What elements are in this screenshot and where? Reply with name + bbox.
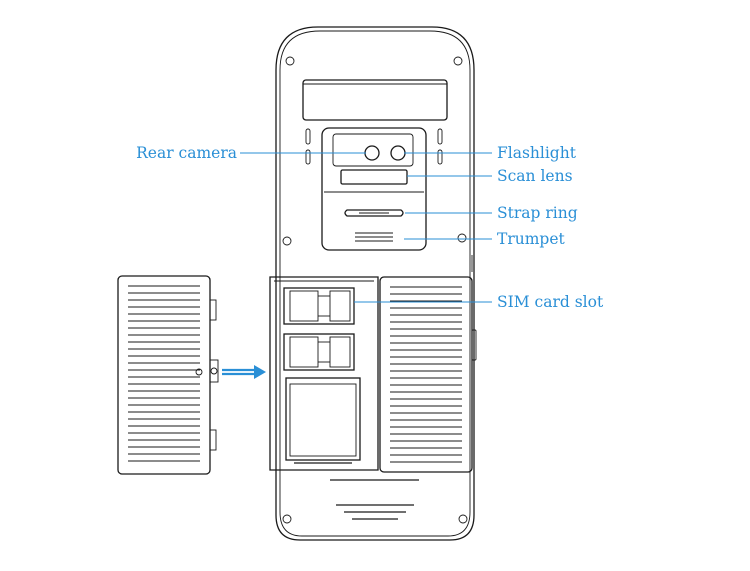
device-body xyxy=(269,26,477,541)
label-scan-lens: Scan lens xyxy=(497,167,573,185)
sim-slot-1 xyxy=(283,287,355,325)
flashlight-lens xyxy=(390,145,406,161)
card-slot xyxy=(285,377,361,461)
screw-hole xyxy=(453,56,463,66)
right-cover-grille xyxy=(390,286,462,463)
bottom-speaker-slots xyxy=(330,479,419,520)
detached-battery-cover xyxy=(117,275,219,475)
battery-bay xyxy=(269,276,379,471)
camera-module xyxy=(321,127,427,251)
detached-cover-grille xyxy=(128,285,200,462)
sim-slot-2 xyxy=(283,333,355,371)
screw-hole xyxy=(285,56,295,66)
insert-arrow xyxy=(222,365,266,379)
rear-camera-lens xyxy=(364,145,380,161)
trumpet-grille xyxy=(355,232,393,242)
label-flashlight: Flashlight xyxy=(497,144,577,162)
screw-hole xyxy=(282,236,292,246)
label-sim-card-slot: SIM card slot xyxy=(497,293,604,311)
label-rear-camera: Rear camera xyxy=(136,144,237,162)
top-window xyxy=(302,79,448,121)
label-trumpet: Trumpet xyxy=(497,230,566,248)
label-strap-ring: Strap ring xyxy=(497,204,578,222)
scan-lens-window xyxy=(340,169,408,185)
screw-hole xyxy=(458,514,468,524)
screw-hole xyxy=(282,514,292,524)
right-cover xyxy=(379,276,473,473)
screw-hole xyxy=(457,233,467,243)
strap-ring xyxy=(344,209,404,217)
